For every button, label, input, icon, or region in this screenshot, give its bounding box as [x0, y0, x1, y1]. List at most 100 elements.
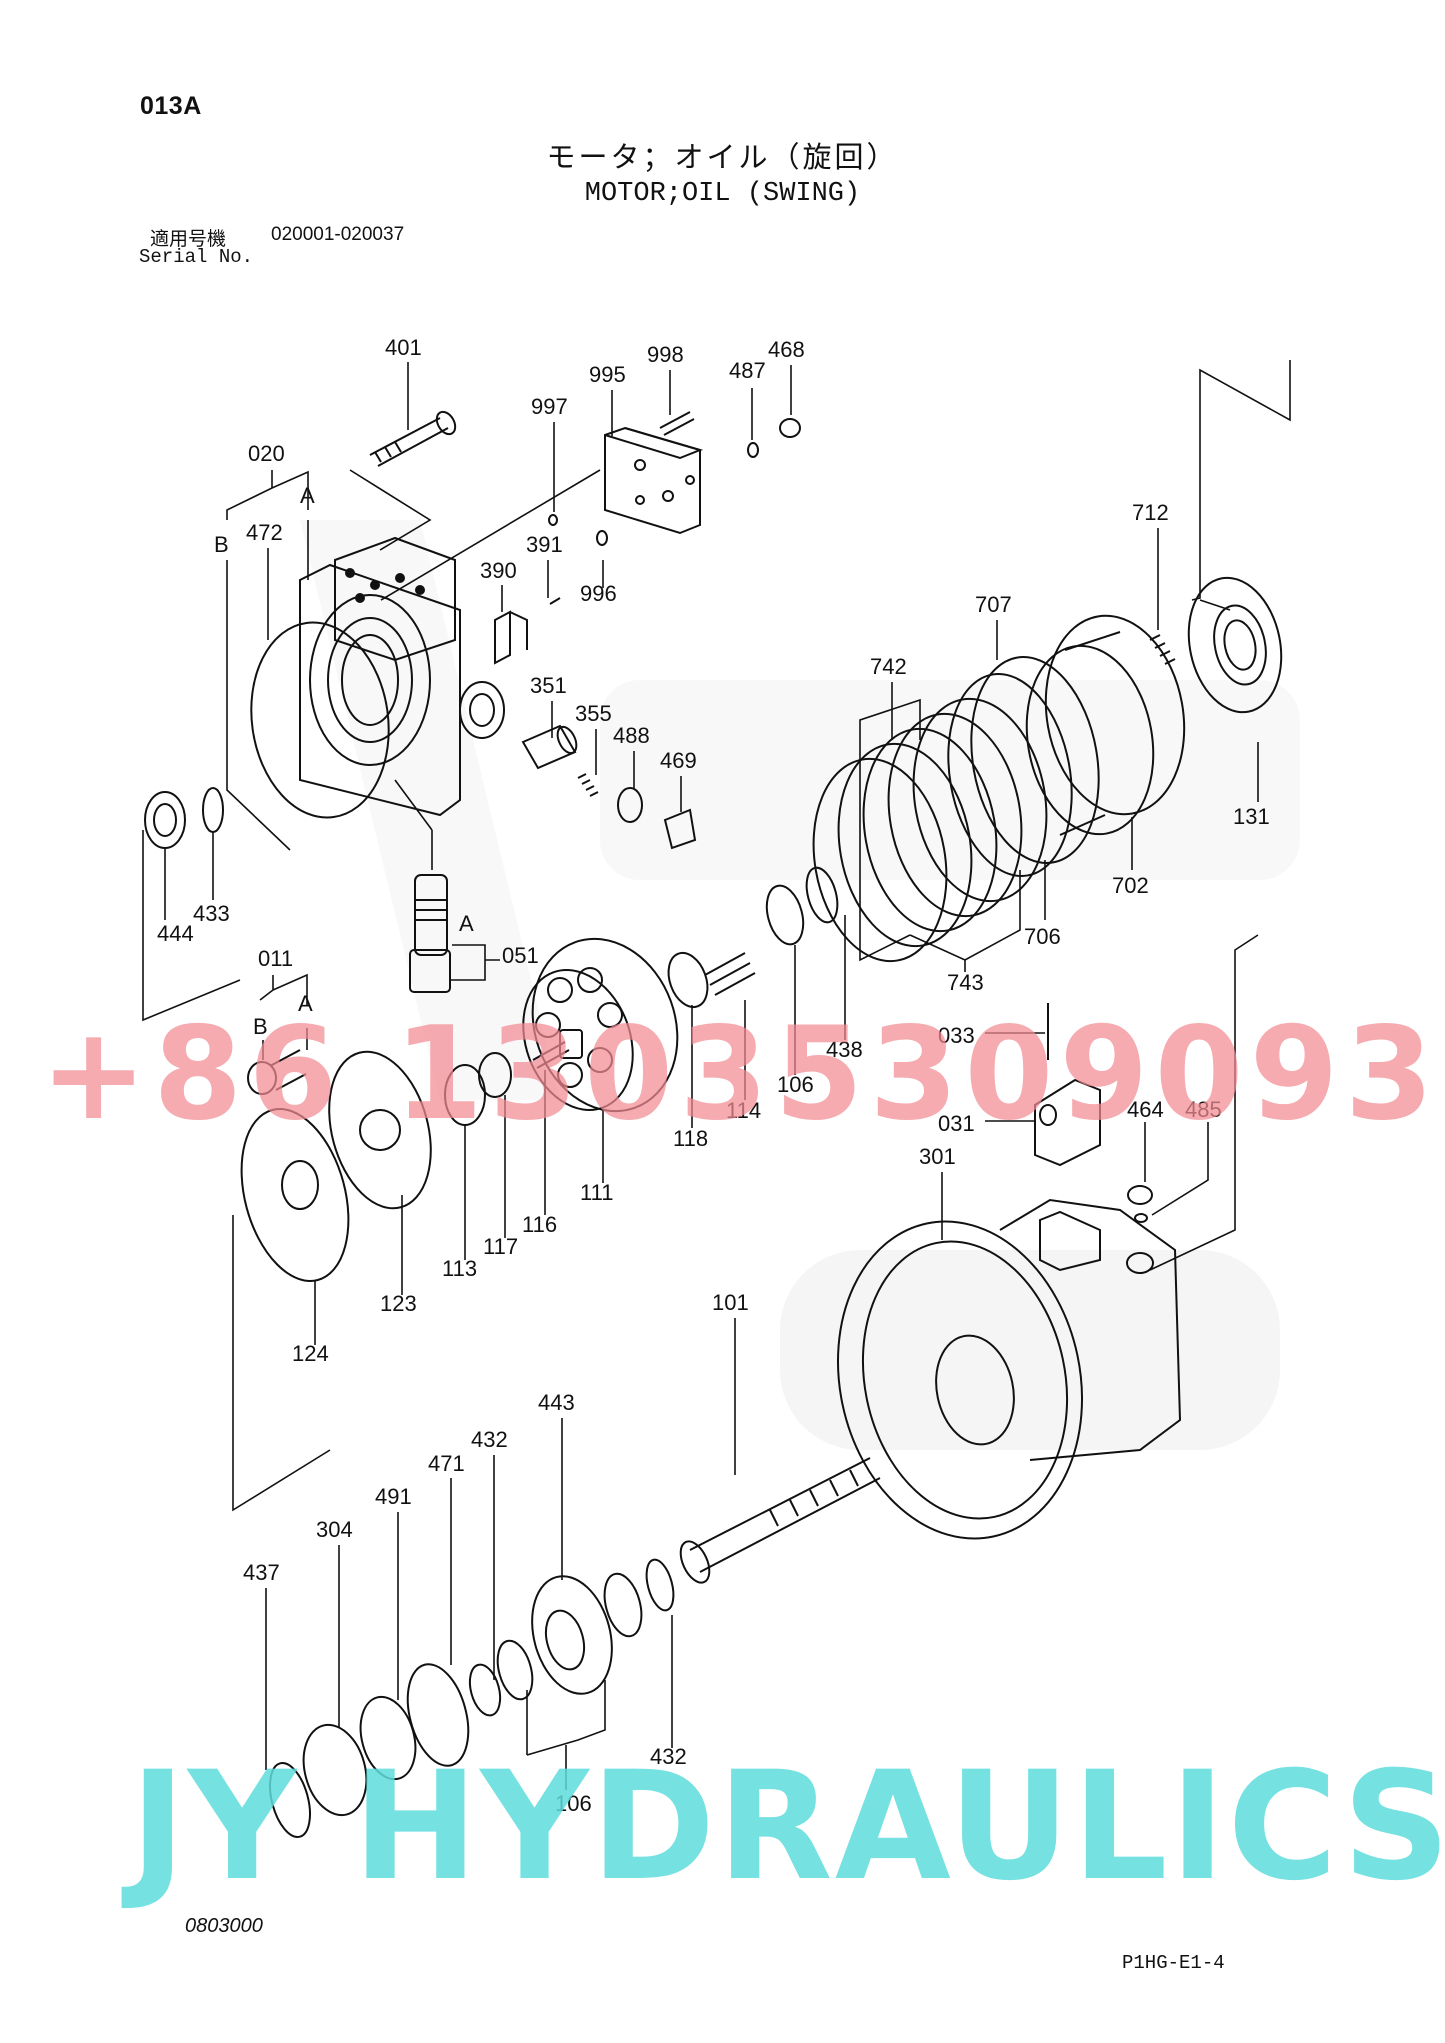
part-label: 401 — [385, 335, 422, 360]
part-label: 351 — [530, 673, 567, 698]
part-label: 469 — [660, 748, 697, 773]
part-label: 101 — [712, 1290, 749, 1315]
valve-block-031 — [1034, 1003, 1101, 1167]
oil-seal-491 — [359, 1695, 417, 1781]
part-label: 113 — [442, 1256, 477, 1281]
part-label: 124 — [292, 1341, 329, 1366]
brake-piston-702 — [1025, 614, 1186, 836]
part-label: 131 — [1233, 804, 1270, 829]
part-label: 743 — [947, 970, 984, 995]
part-label: 491 — [375, 1484, 412, 1509]
part-label: 106 — [555, 1791, 592, 1816]
part-label: 117 — [483, 1234, 518, 1259]
relief-valve-parts — [521, 724, 697, 850]
page-title: MOTOR;OIL (SWING) — [584, 179, 861, 209]
housing-301 — [836, 1198, 1182, 1540]
bolt-998 — [659, 411, 695, 436]
part-label: 998 — [647, 342, 684, 367]
part-label: 471 — [428, 1451, 465, 1476]
serial-label-japanese: 適用号機 — [150, 228, 227, 250]
part-label: 997 — [531, 394, 568, 419]
shoe-plate-124 — [240, 1108, 350, 1282]
part-label: 707 — [975, 592, 1012, 617]
part-label: 051 — [502, 943, 539, 968]
spacer-106-b — [496, 1639, 534, 1701]
part-label: 390 — [480, 558, 517, 583]
shaft-101 — [679, 1457, 881, 1584]
part-label: A — [459, 911, 474, 936]
snap-ring-437 — [269, 1762, 311, 1838]
part-label: 443 — [538, 1390, 575, 1415]
plug-468 — [779, 418, 801, 438]
part-label: 706 — [1024, 924, 1061, 949]
part-label: 123 — [380, 1291, 417, 1316]
part-label: 488 — [613, 723, 650, 748]
part-label: 111 — [580, 1180, 613, 1205]
part-label: B — [214, 532, 229, 557]
spool-051 — [409, 874, 451, 993]
cylinder-block-111 — [522, 937, 679, 1113]
ring-106 — [765, 884, 805, 946]
part-label: 444 — [157, 921, 194, 946]
part-label: 118 — [673, 1126, 708, 1151]
part-label: 995 — [589, 362, 626, 387]
part-label: 487 — [729, 358, 766, 383]
name-plate-390 — [494, 610, 528, 665]
background-logo-shapes — [300, 520, 1300, 1450]
part-label: B — [253, 1014, 268, 1039]
part-label: 485 — [1185, 1097, 1222, 1122]
part-label: A — [298, 991, 313, 1016]
plate-123 — [328, 1050, 432, 1210]
part-label: 438 — [826, 1037, 863, 1062]
friction-plates-742-743 — [812, 656, 1100, 963]
spacer-118 — [667, 951, 709, 1009]
part-label: A — [300, 483, 315, 508]
part-label: 033 — [938, 1023, 975, 1048]
cover-304 — [302, 1723, 368, 1817]
bolt-401 — [369, 410, 457, 467]
page-code: 013A — [140, 92, 202, 120]
document-code: 0803000 — [185, 1915, 263, 1937]
brand-watermark: JY HYDRAULICS — [130, 1740, 1445, 1914]
part-label: 011 — [258, 946, 293, 971]
spacer-106 — [603, 1572, 643, 1638]
part-label: 712 — [1132, 500, 1169, 525]
part-label: 116 — [522, 1212, 557, 1237]
part-label: 031 — [938, 1111, 975, 1136]
page-reference: P1HG-E1-4 — [1122, 1952, 1225, 1974]
bearing-443 — [531, 1575, 613, 1695]
o-ring-487 — [747, 442, 759, 458]
title-japanese: モータ；オイル（旋回） — [546, 140, 899, 174]
spring-114 — [704, 952, 756, 996]
part-label: 391 — [526, 532, 563, 557]
part-label: 464 — [1127, 1097, 1164, 1122]
part-label: 432 — [471, 1427, 508, 1452]
part-label: 437 — [243, 1560, 280, 1585]
part-label: 996 — [580, 581, 617, 606]
piston-011 — [247, 1049, 307, 1095]
serial-label: Serial No. — [139, 246, 254, 268]
pin-391 — [549, 597, 561, 605]
bearing-444 — [144, 787, 224, 849]
part-label: 020 — [248, 441, 285, 466]
phone-watermark: +86 13035309093 — [40, 1000, 1440, 1149]
snap-ring-438 — [805, 866, 839, 924]
part-label: 468 — [768, 337, 805, 362]
part-label: 433 — [193, 901, 230, 926]
part-label: 304 — [316, 1517, 353, 1542]
part-label: 472 — [246, 520, 283, 545]
spring-712 — [1149, 634, 1176, 665]
part-label: 432 — [650, 1744, 687, 1769]
part-label: 301 — [919, 1144, 956, 1169]
part-label: 114 — [726, 1098, 761, 1123]
leader-lines — [142, 360, 1291, 1790]
valve-plate-131 — [1187, 576, 1283, 714]
part-label: 742 — [870, 654, 907, 679]
valve-plate-995 — [604, 426, 704, 535]
snap-ring-432-b — [468, 1663, 502, 1717]
part-label: 106 — [777, 1072, 814, 1097]
o-ring-485 — [1134, 1213, 1148, 1223]
part-label: 355 — [575, 701, 612, 726]
